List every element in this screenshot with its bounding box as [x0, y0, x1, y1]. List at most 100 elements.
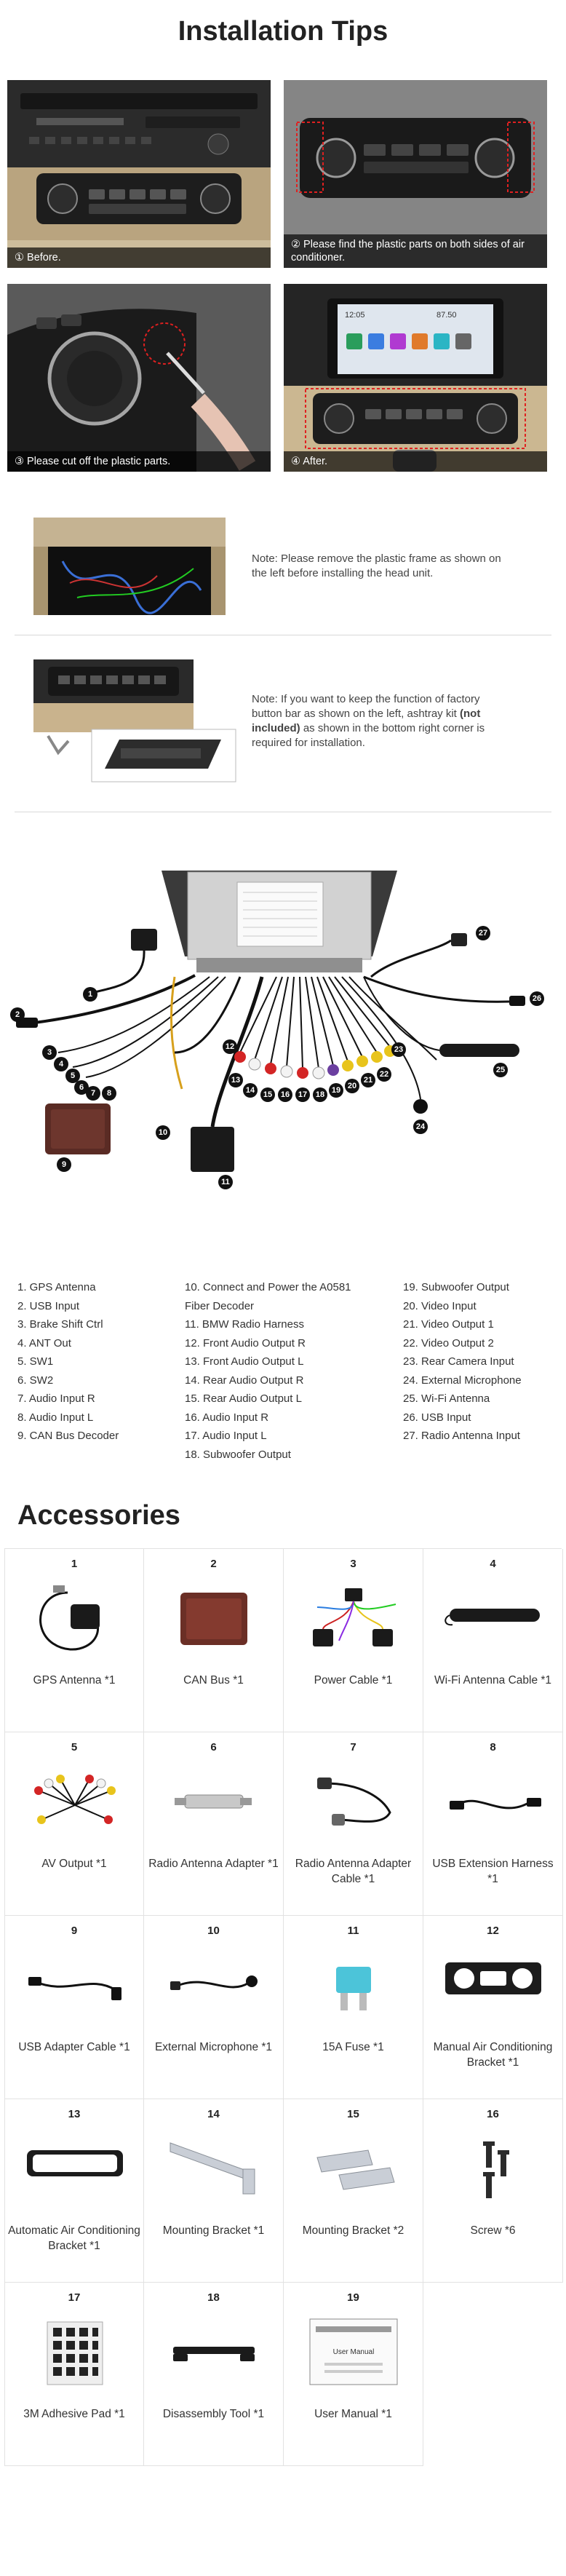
legend-item: 24. External Microphone — [403, 1374, 522, 1387]
accessory-number: 13 — [68, 2108, 81, 2120]
accessory-number: 3 — [350, 1558, 356, 1570]
legend-column-2: 10. Connect and Power the A0581 Fiber De… — [185, 1278, 403, 1464]
callout-24: 24 — [413, 1119, 428, 1134]
accessory-name: 15A Fuse *1 — [322, 2041, 384, 2053]
legend-item: 1. GPS Antenna — [17, 1281, 96, 1293]
accessory-name: Disassembly Tool *1 — [162, 2408, 265, 2420]
accessory-name: AV Output *1 — [41, 1858, 107, 1870]
accessory-number: 15 — [347, 2108, 359, 2120]
accessory-item: 9 USB Adapter Cable *1 — [4, 1916, 144, 2099]
step-cut-plastic-photo: ③ Please cut off the plastic parts. — [7, 284, 271, 472]
screw-icon — [483, 2141, 509, 2198]
accessory-name: Mounting Bracket *2 — [302, 2224, 404, 2237]
legend-item: 5. SW1 — [17, 1355, 54, 1368]
accessory-empty-cell — [423, 2283, 563, 2466]
accessory-item: 10 External Microphone *1 — [144, 1916, 284, 2099]
legend-item: 25. Wi-Fi Antenna — [403, 1392, 490, 1405]
legend-item: 2. USB Input — [17, 1299, 80, 1312]
legend-item: 19. Subwoofer Output — [403, 1281, 509, 1293]
radio-adapter-icon — [175, 1794, 252, 1809]
frame-removal-photo — [33, 518, 226, 615]
wiring-harness-illustration — [16, 871, 525, 1172]
accessory-number: 10 — [207, 1925, 220, 1937]
note-remove-frame-text: Note: Please remove the plastic frame as… — [252, 552, 501, 579]
note-ashtray-kit-text: Note: If you want to keep the function o… — [252, 692, 508, 750]
callout-23: 23 — [391, 1042, 406, 1057]
callout-3: 3 — [42, 1045, 57, 1060]
accessory-item: 16 Screw *6 — [423, 2099, 563, 2283]
accessory-number: 6 — [210, 1741, 217, 1753]
accessory-item: 5 AV Output *1 — [4, 1732, 144, 1916]
accessory-number: 12 — [487, 1925, 499, 1937]
legend-item: 27. Radio Antenna Input — [403, 1430, 520, 1442]
usb-extension-icon — [450, 1798, 541, 1810]
legend-item: 10. Connect and Power the A0581 Fiber De… — [185, 1281, 351, 1312]
accessory-number: 4 — [490, 1558, 496, 1570]
accessory-item: 2 CAN Bus *1 — [144, 1549, 284, 1732]
callout-1: 1 — [83, 987, 97, 1002]
usb-adapter-icon — [28, 1977, 121, 2000]
legend-item: 11. BMW Radio Harness — [185, 1318, 304, 1331]
accessory-name: Power Cable *1 — [314, 1674, 393, 1687]
legend-item: 22. Video Output 2 — [403, 1336, 494, 1350]
callout-9: 9 — [57, 1157, 71, 1172]
accessory-number: 18 — [207, 2291, 220, 2304]
callout-14: 14 — [243, 1083, 258, 1098]
power-cable-icon — [313, 1588, 396, 1646]
ashtray-kit-photo — [33, 659, 236, 782]
step-4-caption: ④ After. — [284, 451, 547, 472]
legend-column-1: 1. GPS Antenna 2. USB Input 3. Brake Shi… — [17, 1278, 185, 1464]
accessory-number: 11 — [347, 1925, 359, 1937]
accessories-section: Accessories 1 GPS Antenna *1 2 CAN Bus *… — [0, 1483, 566, 2466]
wiring-diagram: 1 2 3 4 5 6 7 8 9 10 11 12 13 14 15 16 1… — [0, 812, 566, 1278]
callout-22: 22 — [377, 1067, 391, 1082]
accessory-name: Manual Air Conditioning Bracket *1 — [433, 2041, 553, 2069]
accessory-item: 7 Radio Antenna Adapter Cable *1 — [284, 1732, 423, 1916]
legend-column-3: 19. Subwoofer Output 20. Video Input 21.… — [403, 1278, 563, 1464]
av-output-icon — [34, 1775, 116, 1824]
note-ashtray-kit: Note: If you want to keep the function o… — [0, 635, 566, 807]
step-3-caption: ③ Please cut off the plastic parts. — [7, 451, 271, 472]
accessory-number: 1 — [71, 1558, 78, 1570]
callout-27: 27 — [476, 926, 490, 940]
step-before-photo: ① Before. — [7, 80, 271, 268]
legend-item: 14. Rear Audio Output R — [185, 1374, 304, 1387]
legend-item: 8. Audio Input L — [17, 1411, 94, 1424]
callout-20: 20 — [345, 1079, 359, 1093]
accessory-name: External Microphone *1 — [154, 2041, 273, 2053]
note-not-included: (not included) — [252, 708, 481, 734]
accessory-name: USB Extension Harness *1 — [432, 1858, 554, 1885]
installed-head-unit-illustration: 12:05 87.50 — [284, 284, 547, 472]
mounting-bracket-icon — [170, 2142, 255, 2195]
callout-11: 11 — [218, 1175, 233, 1189]
callout-12: 12 — [223, 1039, 237, 1054]
callout-25: 25 — [493, 1063, 508, 1077]
after-screen-temp: 87.50 — [437, 311, 457, 320]
accessory-name: User Manual *1 — [314, 2408, 392, 2420]
callout-5: 5 — [65, 1069, 80, 1083]
legend-item: 18. Subwoofer Output — [185, 1448, 291, 1461]
installation-tips-section: Installation Tips — [0, 0, 566, 812]
disassembly-tool-icon — [173, 2347, 255, 2361]
accessory-name: 3M Adhesive Pad *1 — [23, 2408, 125, 2420]
legend-item: 13. Front Audio Output L — [185, 1355, 304, 1368]
mounting-bracket-small-icon — [316, 2149, 395, 2190]
accessory-number: 2 — [210, 1558, 217, 1570]
accessory-item: 15 Mounting Bracket *2 — [284, 2099, 423, 2283]
factory-dashboard-illustration — [7, 80, 271, 268]
installation-steps-grid: ① Before. ② Please find the plastic part… — [0, 80, 566, 472]
callout-6: 6 — [74, 1080, 89, 1095]
auto-ac-bracket-icon — [27, 2150, 123, 2176]
legend-item: 21. Video Output 1 — [403, 1318, 494, 1331]
legend-item: 4. ANT Out — [17, 1336, 71, 1350]
legend-item: 3. Brake Shift Ctrl — [17, 1318, 103, 1331]
callout-8: 8 — [102, 1086, 116, 1101]
accessory-item: 14 Mounting Bracket *1 — [144, 2099, 284, 2283]
can-bus-icon — [180, 1593, 247, 1645]
accessory-name: Radio Antenna Adapter Cable *1 — [295, 1858, 412, 1885]
accessory-name: Radio Antenna Adapter *1 — [148, 1858, 279, 1870]
accessory-item: 17 3M Adhesive Pad *1 — [4, 2283, 144, 2466]
callout-26: 26 — [530, 991, 544, 1006]
accessories-title: Accessories — [17, 1500, 180, 1531]
cutting-illustration — [7, 284, 271, 472]
